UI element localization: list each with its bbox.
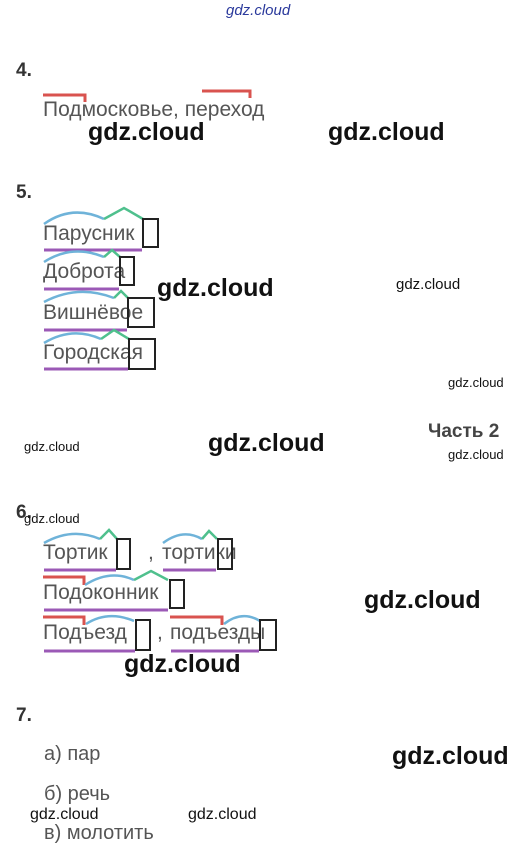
watermark: gdz.cloud: [364, 586, 481, 614]
ending-box: [119, 256, 135, 286]
task-7-number: 7.: [16, 705, 32, 726]
task-5-word-3: Вишнёвое: [43, 301, 144, 324]
prefix-mark: [43, 615, 86, 625]
task-4-number: 4.: [16, 60, 32, 81]
prefix-mark: [202, 89, 252, 98]
task-4-text: Подмосковье, переход: [43, 98, 265, 121]
root-arc: [43, 211, 105, 226]
root-arc: [43, 332, 102, 345]
task-6-line-2-word: Подоконник: [43, 581, 159, 604]
watermark-top: gdz.cloud: [226, 2, 291, 19]
suffix-mark: [103, 206, 144, 221]
task-7-item-c: в) молотить: [44, 822, 154, 844]
watermark: gdz.cloud: [392, 742, 509, 770]
root-arc: [43, 290, 115, 304]
watermark: gdz.cloud: [88, 118, 205, 146]
task-6-line-3-separator: ,: [157, 621, 163, 644]
root-arc: [43, 250, 105, 264]
watermark: gdz.cloud: [448, 375, 504, 390]
root-arc: [223, 615, 261, 626]
prefix-mark: [170, 615, 224, 625]
task-5-word-1: Парусник: [43, 222, 135, 245]
ending-box: [169, 579, 185, 609]
root-arc: [84, 574, 135, 587]
ending-box: [217, 538, 233, 570]
ending-box: [127, 297, 155, 328]
part-label: Часть 2: [428, 421, 500, 442]
task-6-line-1-word-a: Тортик: [43, 541, 108, 564]
prefix-mark: [43, 93, 87, 102]
suffix-mark: [133, 569, 169, 582]
suffix-mark: [99, 528, 118, 540]
root-arc: [85, 615, 135, 626]
task-7-item-b: б) речь: [44, 783, 111, 805]
task-7-item-a: а) пар: [44, 743, 101, 765]
watermark: gdz.cloud: [24, 439, 80, 454]
suffix-mark: [100, 328, 130, 341]
suffix-mark: [103, 248, 121, 258]
ending-box: [142, 218, 159, 248]
task-6-line-1-separator: ,: [148, 541, 154, 564]
root-arc: [43, 532, 101, 545]
watermark: gdz.cloud: [24, 511, 80, 526]
task-6-line-3-word-b: подъезды: [170, 621, 266, 644]
suffix-mark: [113, 289, 129, 299]
watermark: gdz.cloud: [124, 650, 241, 678]
prefix-mark: [43, 575, 86, 585]
task-6-number: 6.: [16, 502, 32, 523]
task-6-line-3-word-a: Подъезд: [43, 621, 127, 644]
ending-box: [135, 619, 151, 651]
watermark: gdz.cloud: [448, 447, 504, 462]
watermark: gdz.cloud: [157, 274, 274, 302]
task-5-number: 5.: [16, 182, 32, 203]
watermark: gdz.cloud: [30, 806, 99, 823]
watermark: gdz.cloud: [188, 806, 257, 823]
watermark: gdz.cloud: [208, 429, 325, 457]
task-5-word-2: Доброта: [43, 260, 126, 283]
task-5-word-4: Городская: [43, 341, 143, 364]
ending-box: [128, 338, 156, 370]
ending-box: [116, 538, 131, 570]
watermark: gdz.cloud: [396, 276, 461, 293]
suffix-mark: [201, 529, 218, 540]
watermark: gdz.cloud: [328, 118, 445, 146]
root-arc: [162, 533, 203, 545]
ending-box: [259, 619, 277, 651]
